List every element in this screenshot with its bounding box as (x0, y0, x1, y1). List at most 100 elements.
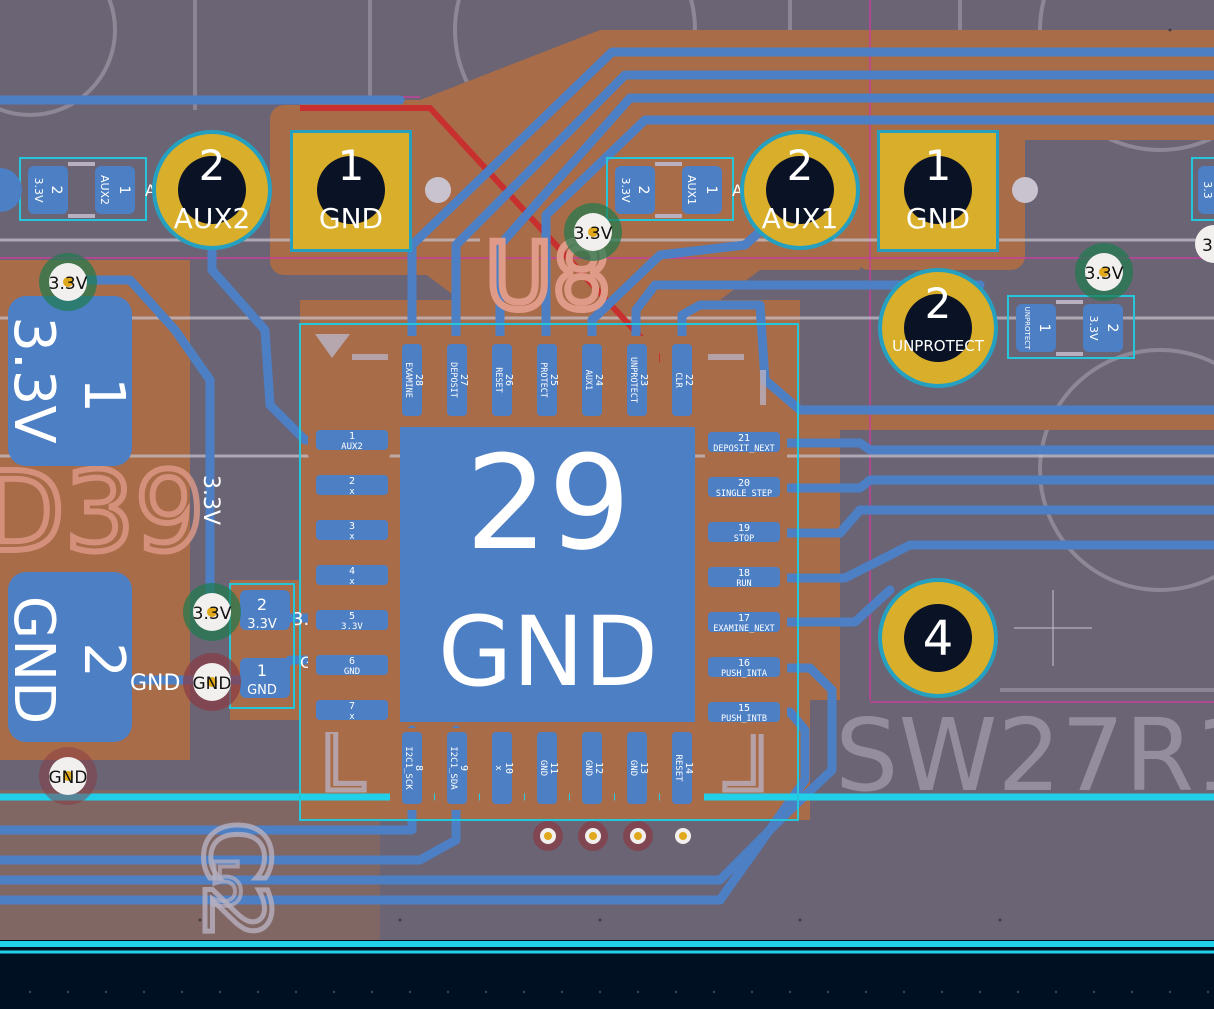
ic-pin-2[interactable]: 2x (308, 463, 390, 507)
ic-pin-pad[interactable] (316, 475, 388, 495)
ic-pin-pad[interactable] (537, 344, 557, 416)
ic-pin-4[interactable]: 4x (308, 553, 390, 597)
resistor-pad[interactable] (1198, 166, 1214, 214)
ic-pin-pad[interactable] (316, 610, 388, 630)
ic-pin-pad[interactable] (627, 344, 647, 416)
ic-pin-pad[interactable] (402, 344, 422, 416)
ic-pin-7[interactable]: 7x (308, 688, 390, 732)
via-3v3[interactable]: 3.3V (1075, 243, 1133, 301)
ic-pin-pad[interactable] (672, 732, 692, 804)
small-cap-pad-1[interactable] (240, 658, 290, 698)
small-cap-pad-2[interactable] (240, 590, 290, 630)
small-capacitor[interactable]: 2 3.3V 1 GND (229, 583, 295, 709)
th-pad-gnd-2[interactable]: 1 GND (877, 130, 999, 252)
ic-pin-pad[interactable] (627, 732, 647, 804)
ic-pin-pad[interactable] (708, 702, 780, 722)
resistor-pad-2[interactable] (28, 166, 68, 214)
ic-pin-pad[interactable] (708, 432, 780, 452)
ic-pin-pad[interactable] (316, 565, 388, 585)
ic-pin-pad[interactable] (492, 732, 512, 804)
via-3v3[interactable]: 3.3V (39, 253, 97, 311)
via-3v3-partial[interactable]: 3F (1195, 225, 1214, 263)
ic-pin-pad[interactable] (316, 655, 388, 675)
via-gnd[interactable]: GND (183, 653, 241, 711)
ic-pin-number: 27 (458, 374, 469, 386)
ic-pin-pad[interactable] (708, 522, 780, 542)
ic-pin-net: PUSH_INTA (721, 669, 767, 679)
resistor-pad-1[interactable] (682, 166, 722, 214)
th-pad-unprotect[interactable]: 2 UNPROTECT (878, 268, 998, 388)
big-capacitor[interactable]: 1 3.3V 2 GND (1, 296, 136, 742)
resistor-pad-1-net: UNPROTECT (1023, 307, 1031, 351)
ic-pin-10[interactable]: 10x (480, 728, 524, 810)
via-net-label: GND (49, 768, 88, 788)
pin1-marker-icon (315, 334, 350, 358)
grid-dot (294, 990, 298, 994)
ic-pin-3[interactable]: 3x (308, 508, 390, 552)
resistor-edge-right[interactable]: 3.3 (1191, 157, 1214, 221)
ic-pin-pad[interactable] (316, 700, 388, 720)
resistor-pad-1[interactable] (1016, 304, 1056, 352)
ic-pin-number: 24 (593, 374, 604, 386)
resistor-pad-2[interactable] (615, 166, 655, 214)
via-3v3[interactable]: 3.3V (564, 203, 622, 261)
ic-pin-number: 23 (638, 374, 649, 386)
th-pad-number: 2 (787, 141, 814, 190)
via-net-label: 3F (1202, 236, 1214, 256)
resistor-pad-2-number: 2 (48, 186, 64, 195)
th-pad-number: 1 (925, 141, 952, 190)
via-3v3[interactable]: 3.3V (183, 583, 241, 641)
cap-pad-2[interactable] (8, 572, 132, 742)
resistor-unprotect[interactable]: 1 UNPROTECT 2 3.3V (1007, 295, 1135, 359)
th-pad-gnd-1[interactable]: 1 GND (290, 130, 412, 252)
resistor-pad-2[interactable] (1083, 304, 1123, 352)
ic-pin-pad[interactable] (316, 520, 388, 540)
resistor-pad-1[interactable] (95, 166, 135, 214)
cap-pad-1[interactable] (8, 296, 132, 466)
th-pad-number: 2 (199, 141, 226, 190)
ic-pin-pad[interactable] (708, 567, 780, 587)
ic-pin-pad[interactable] (447, 344, 467, 416)
ic-exposed-pad[interactable]: 29 GND (400, 427, 695, 722)
via-gnd[interactable]: GND (39, 747, 97, 805)
ic-pin-pad[interactable] (447, 732, 467, 804)
ic-pin-pad[interactable] (316, 430, 388, 450)
ic-pin-pad[interactable] (672, 344, 692, 416)
th-pad-aux1[interactable]: 2 AUX1 (740, 130, 860, 250)
th-pad-aux2[interactable]: 2 AUX2 (152, 130, 272, 250)
ic-pin-pad[interactable] (708, 477, 780, 497)
ic-pin-pad[interactable] (492, 344, 512, 416)
ic-pin-pad[interactable] (708, 612, 780, 632)
ic-pin-pad[interactable] (582, 344, 602, 416)
ic-pin-5[interactable]: 53.3V (308, 598, 390, 642)
ic-pin-pad[interactable] (582, 732, 602, 804)
ic-pin-number: 20 (738, 478, 750, 489)
ic-pin-pad[interactable] (402, 732, 422, 804)
ic-pin-pad[interactable] (708, 657, 780, 677)
th-pad-4[interactable]: 4 (878, 578, 998, 698)
ic-pin-pad[interactable] (537, 732, 557, 804)
